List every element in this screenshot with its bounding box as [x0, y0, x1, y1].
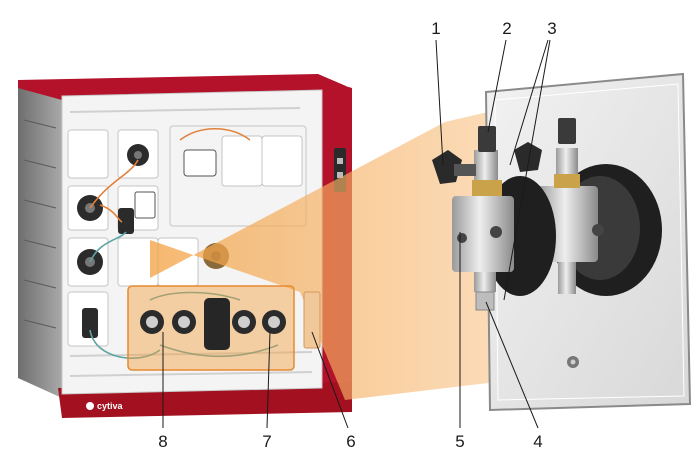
panel-pump-heads — [140, 298, 286, 350]
callout-4: 4 — [533, 432, 542, 451]
outlet-check-valve — [474, 272, 496, 292]
side-bracket — [303, 291, 321, 349]
callout-labels: 1 2 3 4 5 6 7 8 — [158, 19, 556, 451]
callout-8: 8 — [158, 432, 167, 451]
callout-7: 7 — [262, 432, 271, 451]
detector-icon — [183, 149, 217, 177]
chassis-side-vents — [23, 119, 57, 329]
outlet-connector — [475, 291, 495, 311]
callout-5: 5 — [455, 432, 464, 451]
callout-2: 2 — [502, 19, 511, 38]
callout-6: 6 — [346, 432, 355, 451]
pump-head-front — [432, 126, 556, 311]
chassis-side-panel — [18, 85, 62, 398]
status-button-icon — [337, 158, 343, 164]
inlet-connector — [478, 126, 496, 152]
svg-text:cytiva: cytiva — [97, 401, 124, 411]
callout-1: 1 — [431, 19, 440, 38]
callout-3: 3 — [547, 19, 556, 38]
status-button-icon — [337, 172, 343, 178]
sensor-icon — [118, 208, 134, 234]
tubing — [89, 128, 279, 359]
filter-icon — [82, 308, 98, 338]
inlet-check-valve — [474, 150, 498, 180]
pump-body — [452, 196, 514, 272]
callout-leaders — [162, 39, 551, 429]
brand-logo: cytiva — [86, 401, 124, 411]
cell-icon — [134, 191, 156, 219]
